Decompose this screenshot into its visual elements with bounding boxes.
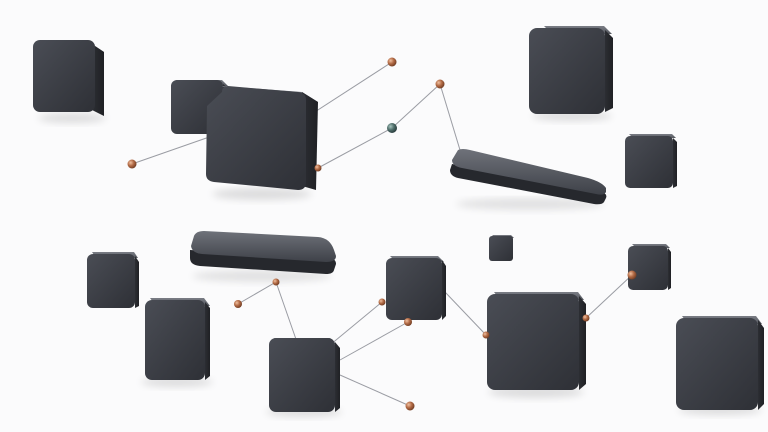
slab-right	[450, 149, 607, 210]
cube-large-center	[206, 86, 318, 200]
node-dot	[378, 298, 386, 306]
link-line	[131, 134, 216, 165]
link-line	[275, 281, 299, 346]
cube-right-small	[625, 134, 677, 188]
link-line	[329, 301, 383, 346]
node-dot	[387, 57, 397, 67]
cube-right-mid	[628, 244, 671, 290]
connection-nodes	[127, 57, 637, 411]
cube-middle	[386, 256, 446, 320]
node-dot	[127, 159, 137, 169]
link-line	[339, 321, 409, 361]
cube-left-mid	[87, 252, 139, 308]
cube-bottom-right-large	[487, 292, 586, 398]
cube-bottom-far-right	[676, 316, 764, 415]
node-dot	[404, 318, 412, 326]
link-line	[444, 291, 487, 336]
cube-top-right	[529, 26, 613, 121]
node-dot	[482, 331, 490, 339]
link-line	[439, 83, 461, 151]
node-dot	[314, 164, 322, 172]
node-dot	[234, 300, 242, 308]
node-dot	[272, 278, 280, 286]
node-dot	[387, 123, 397, 133]
cube-top-left	[33, 40, 106, 123]
node-dot	[405, 401, 415, 411]
slab-left	[190, 231, 336, 282]
link-line	[317, 127, 393, 169]
link-line	[391, 83, 441, 129]
link-line	[237, 281, 277, 305]
node-dot	[582, 314, 590, 322]
node-dot	[627, 270, 637, 280]
node-dot	[435, 79, 445, 89]
link-line	[339, 374, 411, 407]
link-line	[585, 274, 633, 319]
cube-tiny	[489, 235, 514, 261]
cube-bottom-center	[266, 338, 342, 417]
cube-left-lower	[141, 298, 213, 387]
